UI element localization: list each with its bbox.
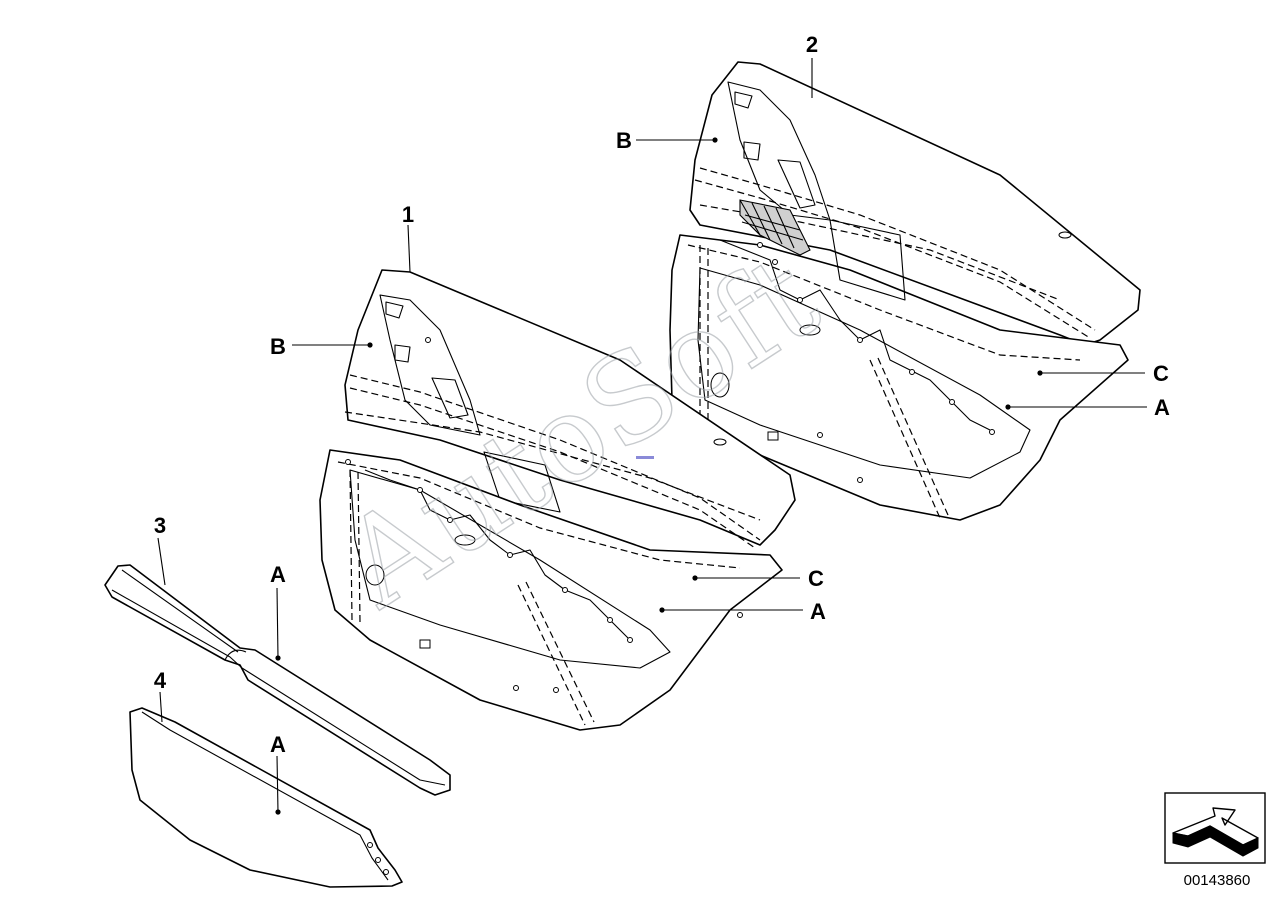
lower-insert-panel [129, 707, 403, 888]
callout-b-front: B [270, 334, 286, 359]
callout-part-3: 3 [154, 513, 166, 538]
callout-a-part3: A [270, 562, 286, 587]
callout-part-4: 4 [154, 668, 167, 693]
callout-a-part4: A [270, 732, 286, 757]
callout-a-front: A [810, 599, 826, 624]
callout-c-rear: C [1153, 361, 1169, 386]
leader-lines [157, 58, 1147, 815]
callout-c-front: C [808, 566, 824, 591]
callout-part-2: 2 [806, 32, 818, 57]
armrest-strip [104, 564, 451, 796]
watermark-mark [636, 456, 654, 459]
orientation-arrow-icon [1164, 792, 1266, 864]
front-door-panel [319, 269, 796, 731]
callout-labels: 1 2 3 4 B B C A C A A A [154, 32, 1170, 757]
callout-part-1: 1 [402, 202, 414, 227]
rear-door-panel [669, 61, 1141, 521]
callout-a-rear: A [1154, 395, 1170, 420]
callout-b-rear: B [616, 128, 632, 153]
diagram-number: 00143860 [1184, 872, 1251, 889]
